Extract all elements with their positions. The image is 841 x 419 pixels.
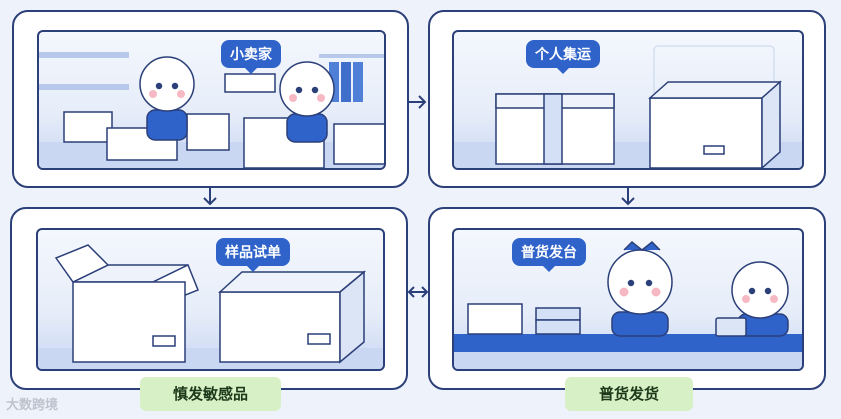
box-icon [54, 244, 367, 364]
tag-general-goods: 普货发货 [565, 377, 693, 411]
label-small-seller: 小卖家 [221, 40, 281, 74]
label-personal-consolidation: 个人集运 [526, 40, 600, 74]
watermark: 大数跨境 [6, 394, 58, 413]
small-seller-scene [37, 30, 386, 170]
general-to-taiwan-scene [452, 228, 804, 371]
label-general-to-taiwan: 普货发台 [512, 238, 586, 272]
panel-small-seller: 小卖家 [12, 10, 409, 188]
personal-consolidation-scene [452, 30, 804, 170]
arrow-bidirectional-icon [407, 286, 429, 298]
panel-general-to-taiwan: 普货发台 普货发货 [428, 207, 826, 411]
label-sample-trial: 样品试单 [216, 238, 290, 272]
arrow-right-icon [409, 95, 427, 109]
sample-trial-scene [36, 228, 385, 371]
box-icon [495, 80, 782, 168]
personal-consolidation-illustration [454, 45, 802, 168]
box-icon [63, 73, 384, 168]
mascot-icon [139, 56, 335, 143]
mascot-icon [607, 240, 789, 337]
sample-trial-illustration [38, 244, 383, 369]
general-to-taiwan-illustration [454, 240, 802, 369]
panel-personal-consolidation: 个人集运 [428, 10, 826, 188]
panel-sample-trial: 样品试单 慎发敏感品 [10, 207, 408, 411]
arrow-down-icon [621, 188, 635, 206]
box-icon [467, 303, 581, 335]
tag-sensitive-goods: 慎发敏感品 [140, 377, 281, 411]
small-seller-illustration [39, 52, 384, 168]
arrow-down-icon [203, 188, 217, 206]
watermark-text: 大数跨境 [6, 398, 59, 413]
